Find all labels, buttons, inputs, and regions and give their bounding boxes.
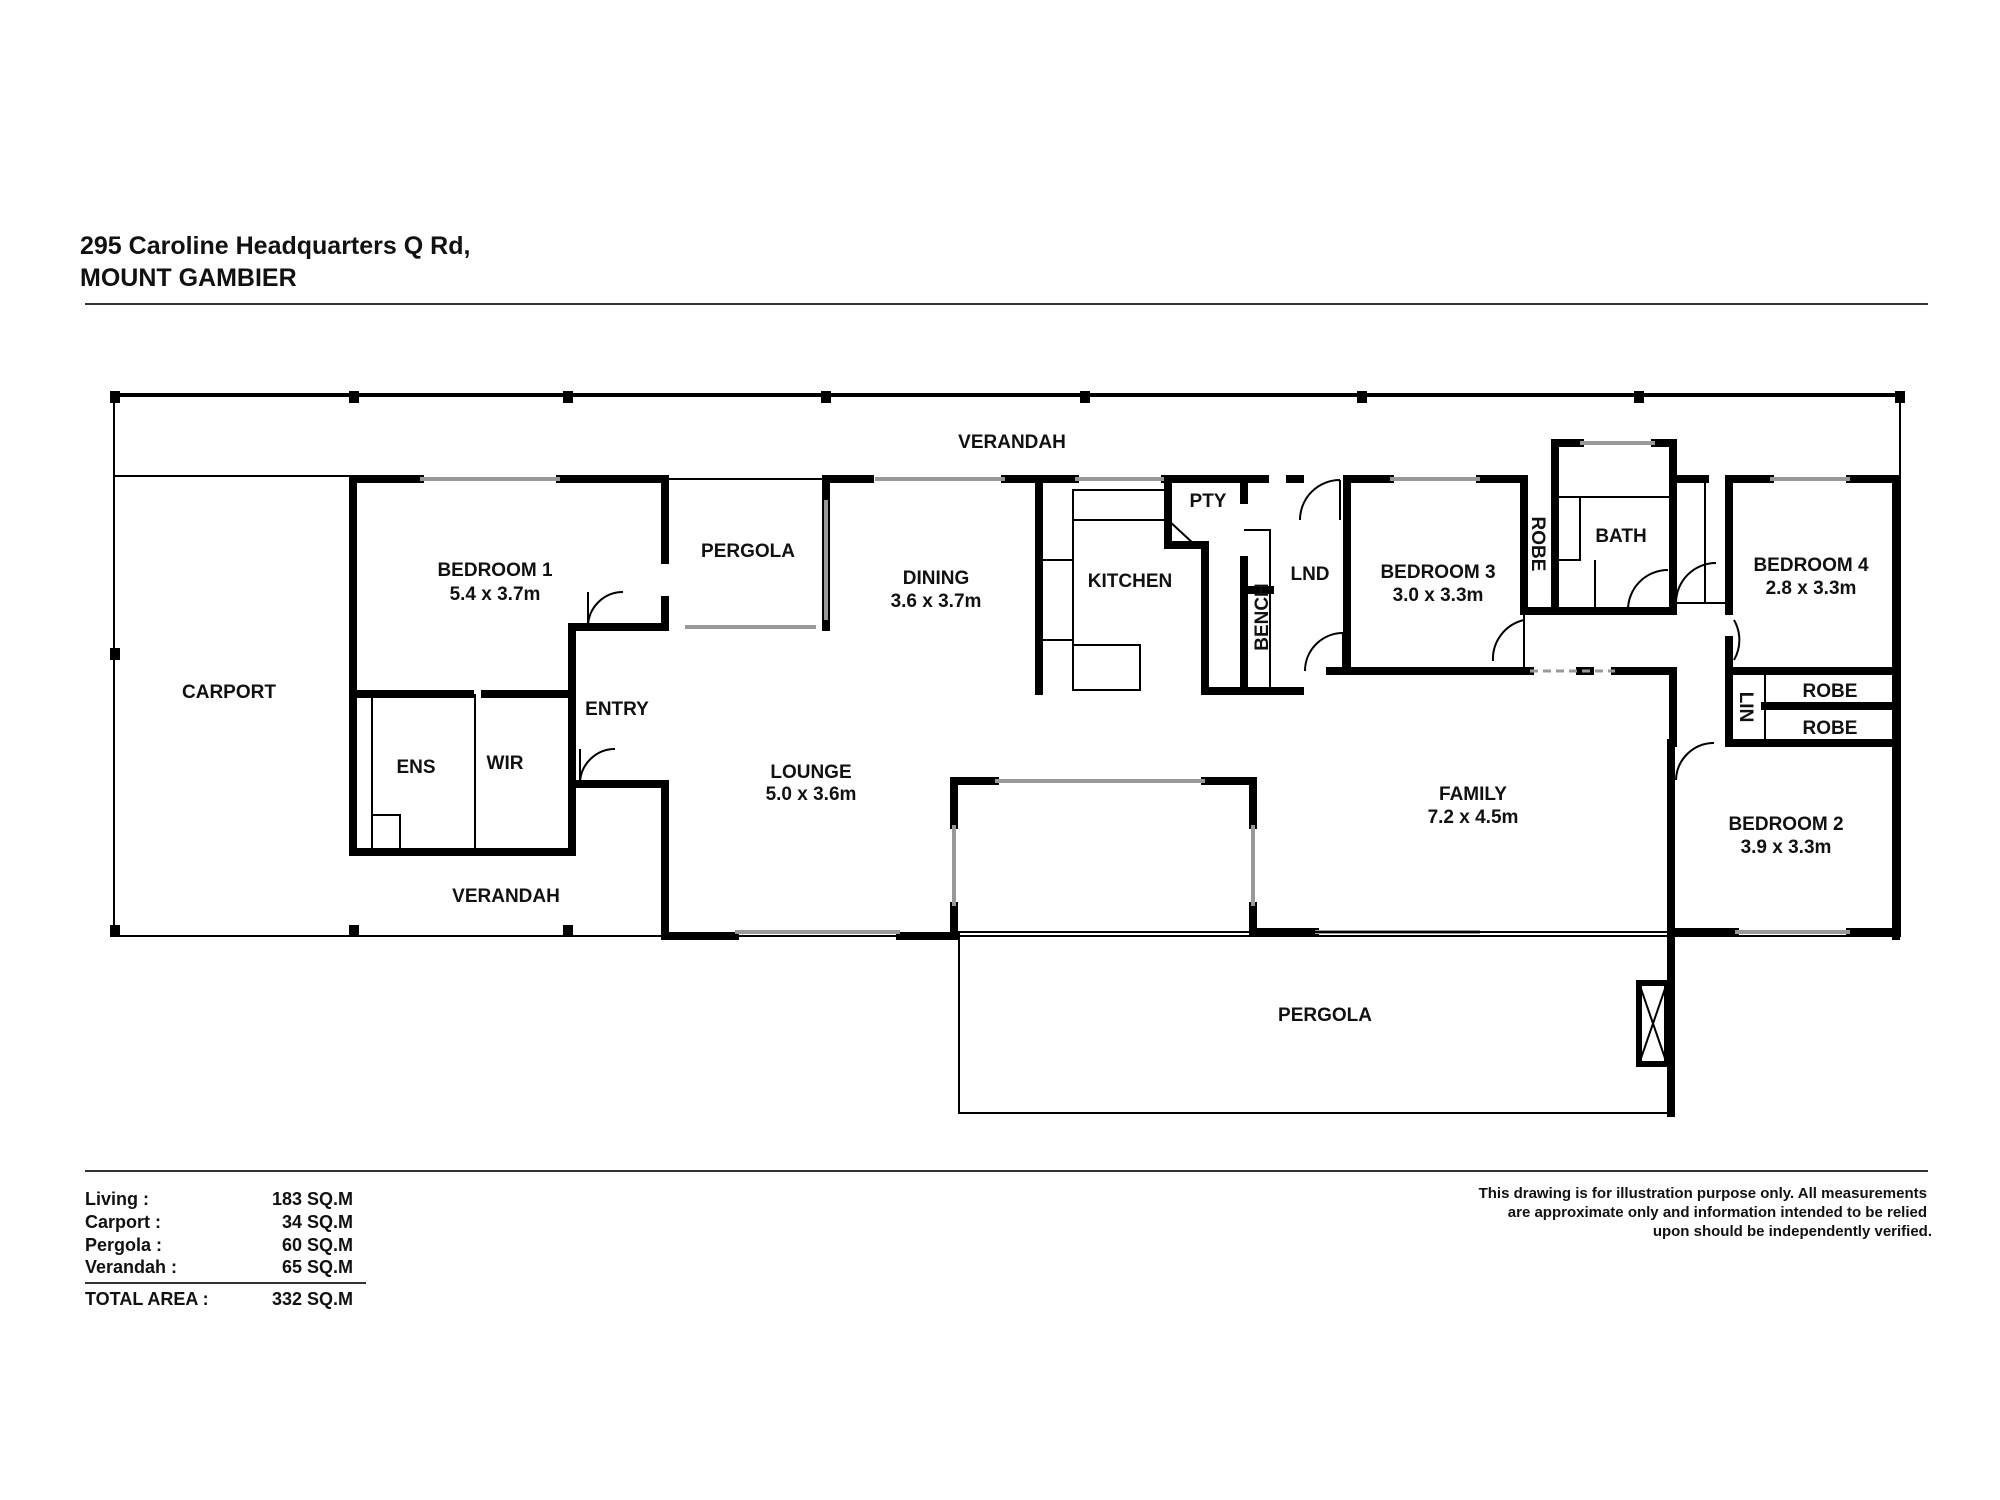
size-bedroom2: 3.9 x 3.3m (1741, 837, 1832, 858)
label-bath: BATH (1595, 526, 1646, 547)
label-verandah-bottom: VERANDAH (452, 886, 560, 907)
area-label: Pergola : (85, 1235, 162, 1255)
size-bedroom3: 3.0 x 3.3m (1393, 585, 1484, 606)
label-robe1: ROBE (1803, 681, 1858, 702)
label-robe2: ROBE (1803, 718, 1858, 739)
address-line-2: MOUNT GAMBIER (80, 264, 297, 292)
disclaimer: This drawing is for illustration purpose… (1479, 1185, 1932, 1240)
label-bedroom2: BEDROOM 2 (1728, 814, 1843, 835)
label-lounge: LOUNGE (770, 762, 851, 783)
area-label: Verandah : (85, 1257, 177, 1277)
area-value: 65 SQ.M (282, 1257, 353, 1277)
label-bedroom3: BEDROOM 3 (1380, 562, 1495, 583)
size-bedroom1: 5.4 x 3.7m (450, 584, 541, 605)
label-entry: ENTRY (585, 699, 649, 720)
area-summary: Living : 183 SQ.M Carport : 34 SQ.M Perg… (85, 1189, 366, 1309)
size-lounge: 5.0 x 3.6m (766, 784, 857, 805)
area-label: Carport : (85, 1212, 161, 1232)
disclaimer-line: are approximate only and information int… (1508, 1204, 1927, 1221)
label-bedroom1: BEDROOM 1 (437, 560, 553, 581)
total-area-value: 332 SQ.M (272, 1289, 353, 1309)
label-wir: WIR (487, 753, 524, 774)
size-family: 7.2 x 4.5m (1428, 807, 1519, 828)
label-pergola-large: PERGOLA (1278, 1005, 1372, 1026)
area-value: 34 SQ.M (282, 1212, 353, 1232)
verandah-posts (110, 391, 1905, 937)
label-dining: DINING (903, 568, 970, 589)
label-carport: CARPORT (182, 682, 276, 703)
label-robe-vertical: ROBE (1527, 517, 1548, 572)
label-laundry: LND (1290, 564, 1329, 585)
area-value: 60 SQ.M (282, 1235, 353, 1255)
total-area-label: TOTAL AREA : (85, 1289, 209, 1309)
disclaimer-line: upon should be independently verified. (1653, 1223, 1932, 1240)
label-kitchen: KITCHEN (1088, 571, 1172, 592)
label-bedroom4: BEDROOM 4 (1753, 555, 1869, 576)
label-verandah-top: VERANDAH (958, 432, 1066, 453)
plan-drawing (110, 391, 1905, 1117)
size-bedroom4: 2.8 x 3.3m (1766, 578, 1857, 599)
label-linen: LIN (1735, 692, 1756, 723)
label-ensuite: ENS (396, 757, 435, 778)
label-pergola-small: PERGOLA (701, 541, 795, 562)
label-pantry: PTY (1190, 491, 1227, 512)
size-dining: 3.6 x 3.7m (891, 591, 982, 612)
disclaimer-line: This drawing is for illustration purpose… (1479, 1185, 1927, 1202)
address-line-1: 295 Caroline Headquarters Q Rd, (80, 232, 470, 260)
label-bench: BENCH (1252, 583, 1273, 651)
label-family: FAMILY (1439, 784, 1507, 805)
area-value: 183 SQ.M (272, 1189, 353, 1209)
area-label: Living : (85, 1189, 149, 1209)
